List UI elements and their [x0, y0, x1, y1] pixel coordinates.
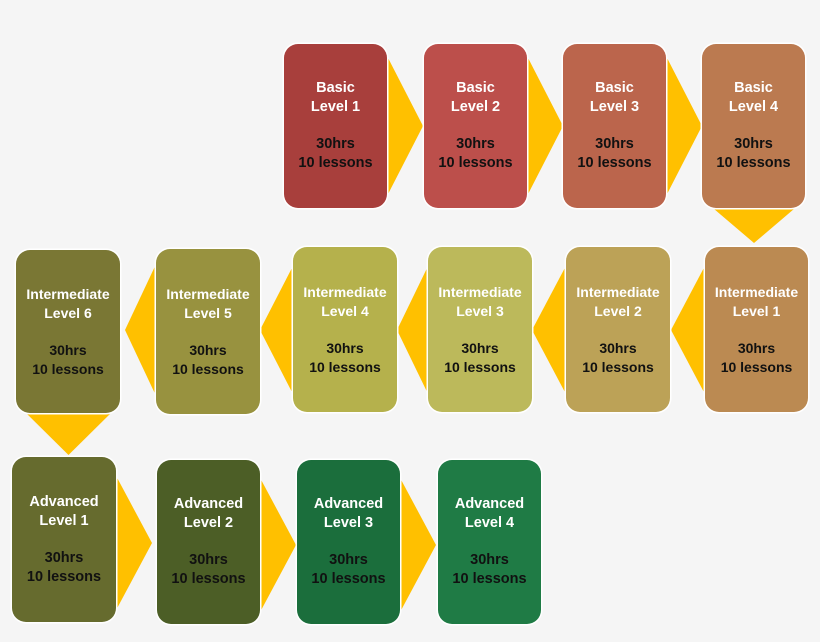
arrow-left-icon: [260, 262, 295, 398]
arrow-right-icon: [664, 52, 702, 200]
arrow-down-icon: [707, 203, 801, 243]
arrow-left-icon: [125, 262, 157, 398]
arrow-right-icon: [385, 52, 423, 200]
arrow-down-icon: [24, 411, 113, 455]
arrow-left-icon: [671, 262, 707, 398]
arrow-right-icon: [525, 52, 563, 200]
arrow-right-icon: [398, 474, 436, 616]
arrow-right-icon: [114, 472, 152, 614]
arrow-left-icon: [532, 262, 568, 398]
arrow-left-icon: [397, 262, 430, 398]
arrow-right-icon: [258, 474, 296, 616]
